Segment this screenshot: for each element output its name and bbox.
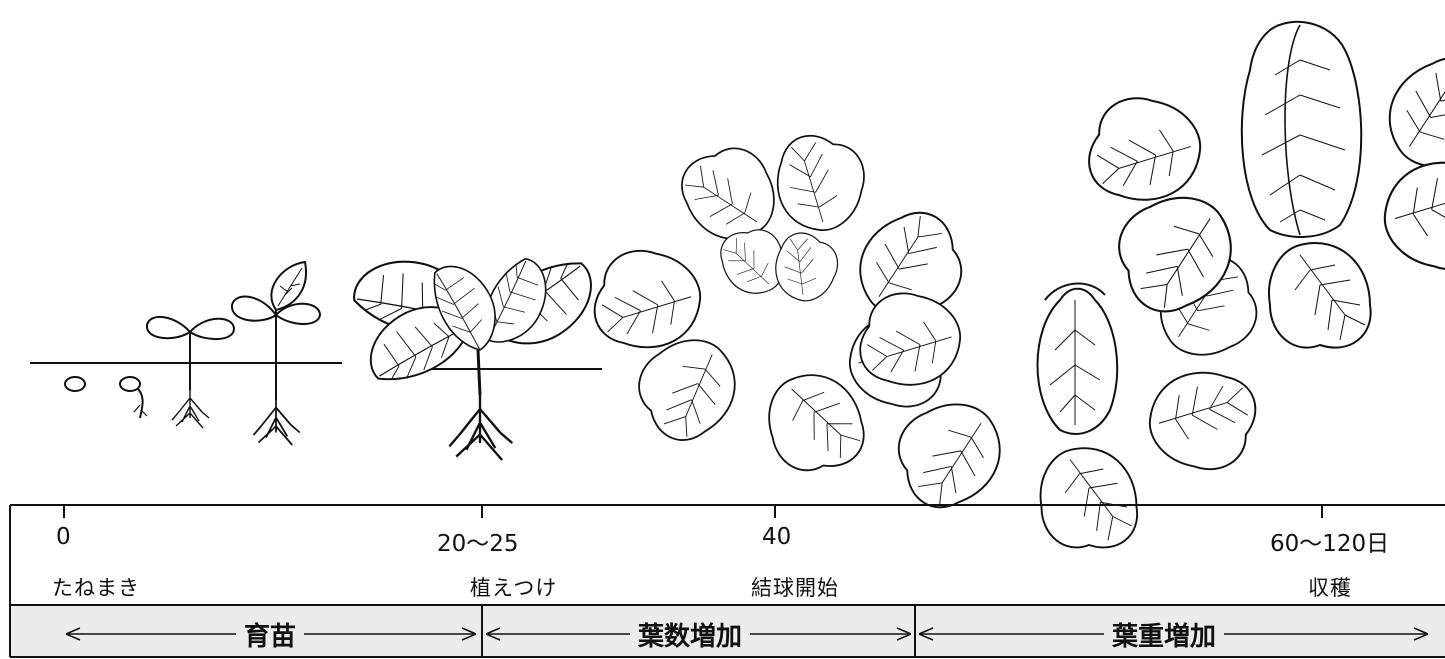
tick-day-label: 20〜25 xyxy=(437,531,519,557)
tick-day-label: 60〜120日 xyxy=(1270,531,1390,557)
true-leaf-seedling-icon xyxy=(230,260,322,446)
event-label: 植えつけ xyxy=(470,576,558,600)
phase-label: 葉数増加 xyxy=(630,616,751,653)
phase-label: 葉重増加 xyxy=(1104,616,1225,653)
transplant-seedling-icon xyxy=(346,243,608,462)
event-label: 収穫 xyxy=(1308,576,1352,600)
tick-day-label: 40 xyxy=(762,524,792,550)
event-label: 結球開始 xyxy=(751,576,839,600)
tick-day-label: 0 xyxy=(56,524,71,550)
harvest-chinese-cabbage-icon xyxy=(1078,20,1445,349)
germinating-seed-icon xyxy=(119,376,148,419)
seed-icon xyxy=(64,376,86,392)
cotyledon-seedling-icon xyxy=(146,316,236,429)
phase-label: 育苗 xyxy=(236,616,305,653)
event-label: たねまき xyxy=(52,576,140,600)
growing-head-cabbage-icon xyxy=(850,247,1268,549)
